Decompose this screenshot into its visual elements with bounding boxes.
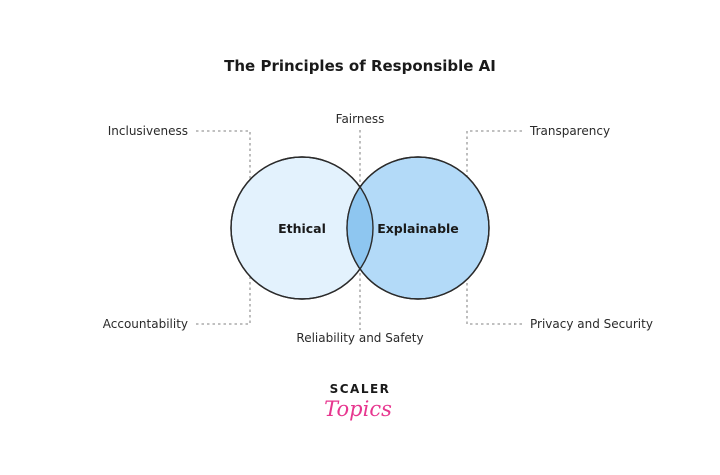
- ethical-circle-outline: [230, 156, 374, 300]
- connector-inclusiveness: [196, 130, 251, 188]
- logo-scaler-text: SCALER: [330, 382, 391, 396]
- connector-privacy-security: [466, 270, 522, 325]
- scaler-topics-logo: SCALER Topics: [324, 382, 392, 421]
- principle-transparency: Transparency: [529, 124, 610, 138]
- connector-transparency: [466, 130, 522, 188]
- principle-privacy-security: Privacy and Security: [530, 317, 653, 331]
- principle-inclusiveness: Inclusiveness: [108, 124, 188, 138]
- diagram-title: The Principles of Responsible AI: [224, 57, 496, 75]
- explainable-label: Explainable: [377, 221, 459, 236]
- logo-topics-text: Topics: [324, 397, 392, 421]
- ethical-label: Ethical: [278, 221, 326, 236]
- connectors: [196, 130, 522, 330]
- explainable-circle-outline: [346, 156, 490, 300]
- connector-accountability: [196, 270, 251, 325]
- principle-reliability-safety: Reliability and Safety: [296, 331, 423, 345]
- principle-fairness: Fairness: [336, 112, 385, 126]
- principle-accountability: Accountability: [103, 317, 188, 331]
